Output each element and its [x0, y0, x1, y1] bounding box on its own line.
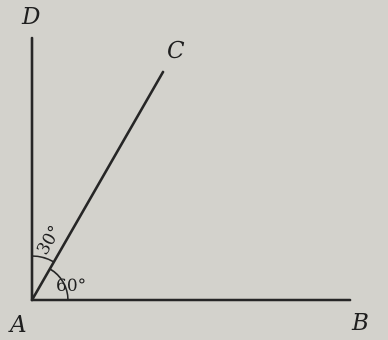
ray-ac: [30, 70, 165, 302]
label-angle-dac: 30°: [33, 222, 65, 258]
arc-angle-dac: [31, 255, 55, 263]
label-point-a: A: [8, 312, 27, 338]
label-point-b: B: [351, 310, 369, 336]
label-point-c: C: [167, 38, 185, 64]
label-point-d: D: [21, 4, 40, 30]
label-angle-cab: 60°: [56, 276, 86, 296]
arc-angle-cab: [49, 268, 69, 301]
